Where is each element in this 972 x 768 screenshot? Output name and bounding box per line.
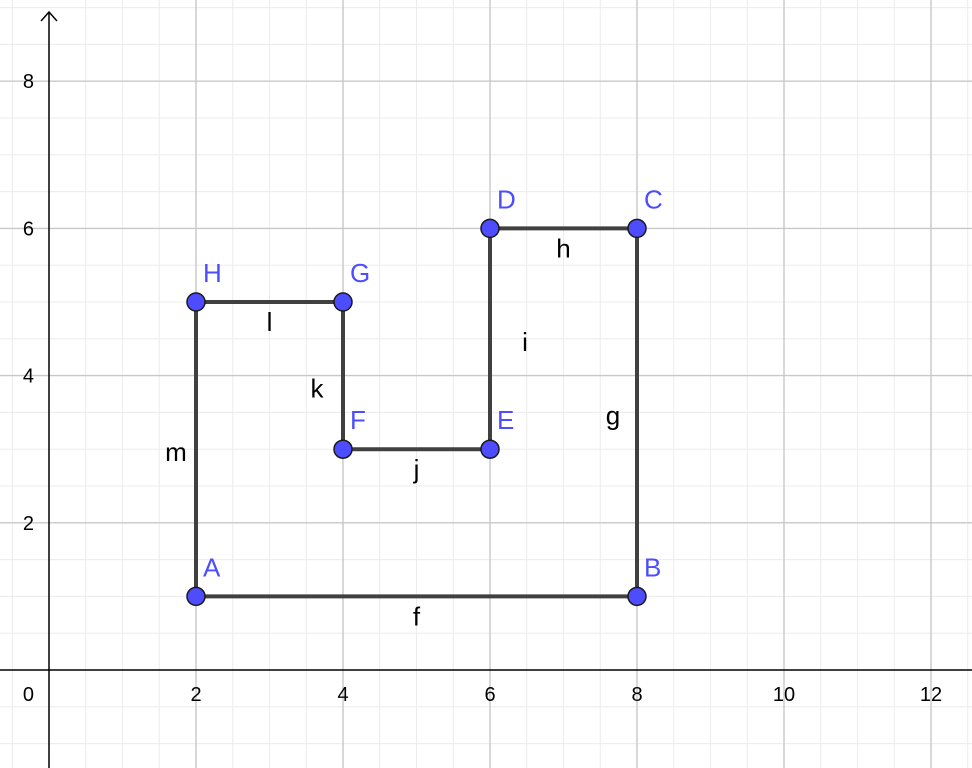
x-tick-label: 6 — [484, 684, 495, 706]
origin-label: 0 — [23, 684, 34, 706]
point-label-H: H — [203, 258, 222, 288]
polygon-points — [186, 218, 647, 607]
segment-label-f: f — [413, 601, 421, 631]
point-label-C: C — [644, 184, 663, 214]
point-D[interactable] — [480, 218, 500, 239]
segment-label-i: i — [522, 327, 528, 357]
segment-label-l: l — [267, 307, 273, 337]
point-B[interactable] — [627, 586, 647, 607]
point-label-B: B — [644, 552, 661, 582]
segment-label-g: g — [606, 400, 620, 430]
tick-labels: 0 2 4 6 8 10 12 2 4 6 8 — [23, 71, 942, 706]
y-tick-label: 4 — [23, 366, 34, 388]
point-labels: A B C D E F G H — [203, 184, 663, 582]
point-A[interactable] — [186, 586, 206, 607]
point-F[interactable] — [333, 439, 353, 459]
y-axis-arrow-icon — [40, 10, 58, 22]
y-tick-label: 2 — [23, 513, 34, 535]
x-tick-label: 12 — [920, 684, 942, 706]
x-tick-label: 4 — [337, 684, 348, 706]
point-E[interactable] — [480, 439, 500, 459]
segment-label-m: m — [165, 437, 187, 467]
point-label-E: E — [497, 405, 514, 435]
coordinate-axes — [0, 10, 972, 768]
point-label-D: D — [497, 184, 516, 214]
x-tick-label: 8 — [631, 684, 642, 706]
x-tick-label: 10 — [773, 684, 795, 706]
point-H[interactable] — [186, 292, 206, 312]
point-label-F: F — [350, 405, 366, 435]
segment-label-k: k — [311, 374, 325, 404]
y-tick-label: 8 — [23, 71, 34, 93]
polygon-segments — [194, 226, 639, 599]
point-label-A: A — [203, 552, 221, 582]
segment-label-j: j — [413, 454, 420, 484]
y-tick-label: 6 — [23, 218, 34, 240]
segment-labels: f g h i j k l m — [165, 233, 620, 631]
point-label-G: G — [350, 258, 370, 288]
point-G[interactable] — [333, 292, 353, 312]
x-tick-label: 2 — [190, 684, 201, 706]
point-C[interactable] — [627, 218, 647, 239]
segment-label-h: h — [556, 233, 570, 263]
